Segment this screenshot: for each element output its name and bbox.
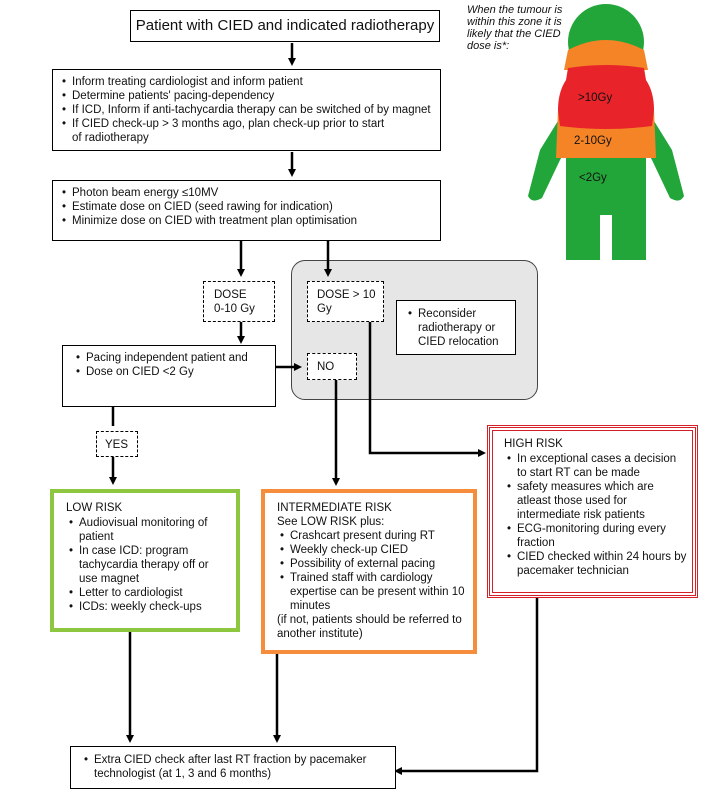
intermediate-risk-box: INTERMEDIATE RISK See LOW RISK plus: Cra… <box>261 489 477 654</box>
low-risk-item: Audiovisual monitoring of patient <box>69 516 230 544</box>
intermediate-risk-item: Crashcart present during RT <box>280 529 467 543</box>
high-risk-title: HIGH RISK <box>504 438 563 450</box>
step2-box: Photon beam energy ≤10MV Estimate dose o… <box>52 180 441 241</box>
human-figure-dose-map <box>528 4 684 260</box>
zone-green <box>566 158 646 260</box>
condition-item: Dose on CIED <2 Gy <box>76 365 269 379</box>
high-risk-item: In exceptional cases a decision to start… <box>507 452 687 480</box>
zone-red <box>558 65 654 129</box>
low-risk-item: Letter to cardiologist <box>69 586 230 600</box>
reconsider-box: Reconsider radiotherapy or CIED relocati… <box>396 300 516 355</box>
zone-label-red: >10Gy <box>578 92 613 104</box>
dose-high-line1: DOSE > 10 <box>317 289 376 301</box>
dose-low-box: DOSE 0-10 Gy <box>203 281 275 322</box>
step1-item: Determine patients' pacing-dependency <box>62 89 434 103</box>
step2-item: Minimize dose on CIED with treatment pla… <box>62 214 434 228</box>
yes-label-box: YES <box>96 431 138 457</box>
low-risk-item: In case ICD: program tachycardia therapy… <box>69 544 230 586</box>
low-risk-title: LOW RISK <box>66 502 123 514</box>
dose-low-line1: DOSE <box>214 289 247 301</box>
final-box: Extra CIED check after last RT fraction … <box>70 746 396 789</box>
intermediate-risk-title: INTERMEDIATE RISK <box>277 502 392 514</box>
condition-box: Pacing independent patient and Dose on C… <box>62 345 276 407</box>
dose-low-line2: 0-10 Gy <box>214 303 255 315</box>
dose-high-box: DOSE > 10 Gy <box>307 281 384 322</box>
step1-item: If ICD, Inform if anti-tachycardia thera… <box>62 103 434 117</box>
figure-leg-gap <box>600 215 612 260</box>
zone-orange-upper <box>564 40 648 70</box>
step1-box: Inform treating cardiologist and inform … <box>52 69 441 151</box>
low-risk-box: LOW RISK Audiovisual monitoring of patie… <box>50 489 240 632</box>
reconsider-item: Reconsider radiotherapy or CIED relocati… <box>408 307 509 349</box>
start-box: Patient with CIED and indicated radiothe… <box>130 10 440 42</box>
condition-item: Pacing independent patient and <box>76 351 269 365</box>
start-text: Patient with CIED and indicated radiothe… <box>135 17 435 34</box>
no-label-box: NO <box>307 353 357 380</box>
final-item: Extra CIED check after last RT fraction … <box>84 753 389 781</box>
high-risk-box: HIGH RISK In exceptional cases a decisio… <box>487 425 698 598</box>
no-label: NO <box>317 361 335 373</box>
intermediate-risk-item: Weekly check-up CIED <box>280 543 467 557</box>
high-risk-item: safety measures which are atleast those … <box>507 480 687 522</box>
zone-note: When the tumour is within this zone it i… <box>467 4 563 52</box>
intermediate-risk-item: Trained staff with cardiology expertise … <box>280 571 467 613</box>
zone-label-orange: 2-10Gy <box>574 135 612 147</box>
intermediate-risk-subtitle: See LOW RISK plus: <box>277 516 385 528</box>
intermediate-risk-footnote: (if not, patients should be referred to … <box>277 614 462 640</box>
intermediate-risk-item: Possibility of external pacing <box>280 557 467 571</box>
step2-item: Photon beam energy ≤10MV <box>62 186 434 200</box>
figure-right-arm <box>646 108 684 201</box>
step2-item: Estimate dose on CIED (seed rawing for i… <box>62 200 434 214</box>
figure-left-arm <box>528 108 566 201</box>
step1-item: If CIED check-up > 3 months ago, plan ch… <box>62 117 434 145</box>
high-risk-item: CIED checked within 24 hours by pacemake… <box>507 550 687 578</box>
step1-item: Inform treating cardiologist and inform … <box>62 75 434 89</box>
yes-label: YES <box>105 439 129 451</box>
high-risk-item: ECG-monitoring during every fraction <box>507 522 687 550</box>
zone-label-green: <2Gy <box>579 172 607 184</box>
dose-high-line2: Gy <box>317 303 332 315</box>
low-risk-item: ICDs: weekly check-ups <box>69 600 230 614</box>
